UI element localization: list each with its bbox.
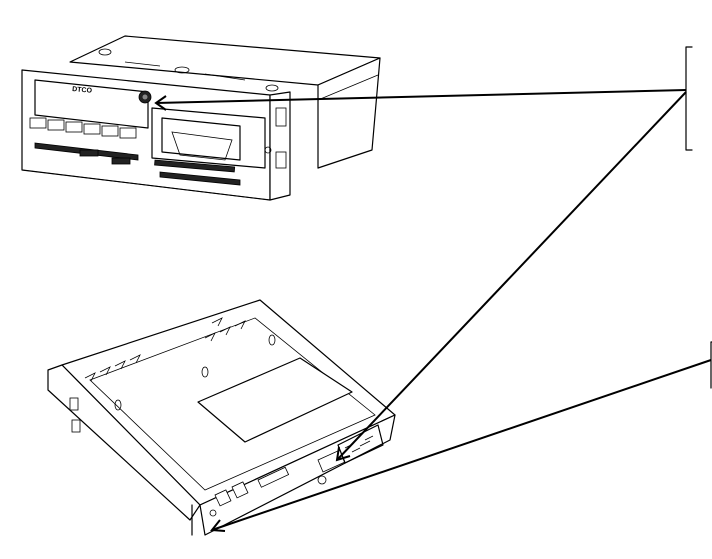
bottom-slot xyxy=(159,171,241,186)
side-bracket-2 xyxy=(275,151,287,169)
printer-drawer-inner xyxy=(161,117,241,161)
callout-bracket-bottom xyxy=(710,341,712,389)
top-slot-2 xyxy=(174,66,190,74)
device-front-view: DTCO xyxy=(21,35,381,201)
rear-connector-4 xyxy=(317,475,327,485)
device-button-3 xyxy=(65,121,83,133)
rear-hole-1 xyxy=(201,366,209,378)
card-slot-latch xyxy=(79,149,99,157)
arrow-to-rear-connector xyxy=(336,91,687,461)
side-port-2 xyxy=(71,419,81,433)
side-bracket-1 xyxy=(275,107,287,127)
device-right-side xyxy=(317,57,381,169)
rear-connector-2 xyxy=(231,481,249,499)
device-button-4 xyxy=(83,123,101,135)
device-button-5 xyxy=(101,125,119,137)
display-window xyxy=(34,79,149,129)
device-button-6 xyxy=(119,127,137,139)
device-brand-text: DTCO xyxy=(72,86,93,95)
vent-slots-right xyxy=(204,317,246,342)
callout-bracket-top xyxy=(685,46,693,151)
arrow-to-ground-pin xyxy=(211,359,712,531)
device-rear-view xyxy=(47,299,396,536)
rear-hole-2 xyxy=(268,334,276,346)
card-slot-latch-2 xyxy=(111,157,131,165)
callout-arrows xyxy=(154,89,712,532)
rear-connector-3 xyxy=(257,466,290,488)
top-slot-1 xyxy=(98,48,112,56)
rear-connector-1 xyxy=(214,489,232,507)
device-button-1 xyxy=(29,117,47,129)
side-port-1 xyxy=(69,397,79,411)
label-plate xyxy=(197,357,353,443)
device-button-2 xyxy=(47,119,65,131)
rear-hole-3 xyxy=(114,399,122,411)
device-rear-front-face xyxy=(47,364,201,521)
arrow-to-knob xyxy=(155,89,687,104)
vent-slots-left xyxy=(84,354,141,382)
top-slot-3 xyxy=(265,84,279,92)
device-rear-back-face xyxy=(199,414,396,536)
